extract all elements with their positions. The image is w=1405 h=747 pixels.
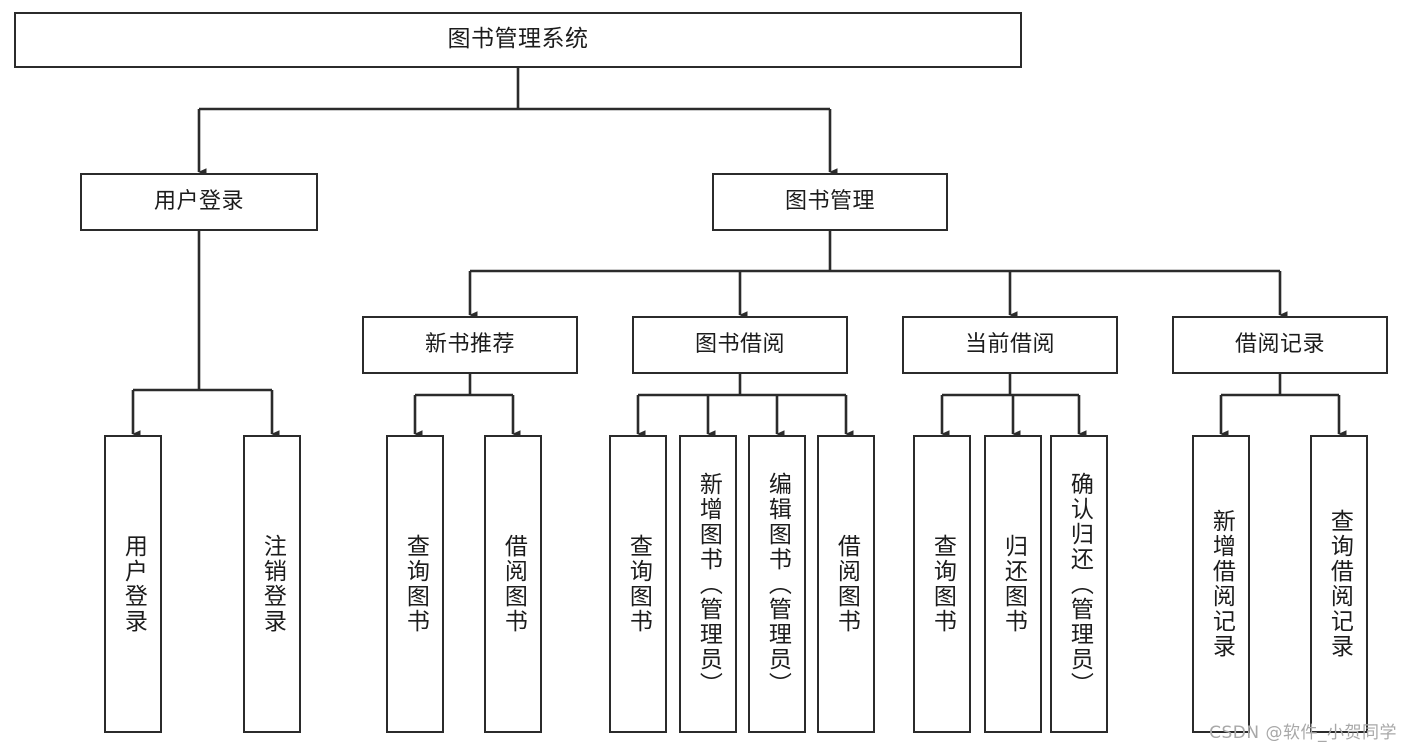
leaf-query-book-current[interactable]: 查询图书: [913, 435, 971, 733]
node-label: 新增借阅记录: [1208, 509, 1235, 659]
leaf-user-logout[interactable]: 注销登录: [243, 435, 301, 733]
node-current-borrow[interactable]: 当前借阅: [902, 316, 1118, 374]
node-label: 图书管理系统: [447, 26, 589, 53]
node-label: 用户登录: [120, 534, 147, 634]
node-new-book-recommend[interactable]: 新书推荐: [362, 316, 578, 374]
node-label: 查询借阅记录: [1326, 509, 1353, 659]
watermark-text: CSDN @软件_小贺同学: [1209, 723, 1397, 743]
node-label: 新增图书（管理员）: [695, 471, 722, 697]
node-label: 借阅记录: [1234, 332, 1325, 358]
node-borrow-record[interactable]: 借阅记录: [1172, 316, 1388, 374]
node-label: 查询图书: [625, 534, 652, 634]
node-label: 当前借阅: [964, 332, 1055, 358]
node-book-borrow[interactable]: 图书借阅: [632, 316, 848, 374]
leaf-borrow-book-recommend[interactable]: 借阅图书: [484, 435, 542, 733]
leaf-return-book[interactable]: 归还图书: [984, 435, 1042, 733]
node-label: 借阅图书: [500, 534, 527, 634]
node-label: 图书借阅: [694, 332, 785, 358]
node-label: 用户登录: [153, 189, 244, 215]
leaf-query-book-recommend[interactable]: 查询图书: [386, 435, 444, 733]
node-label: 新书推荐: [424, 332, 515, 358]
node-label: 图书管理: [784, 189, 875, 215]
leaf-add-book-admin[interactable]: 新增图书（管理员）: [679, 435, 737, 733]
node-user-login[interactable]: 用户登录: [80, 173, 318, 231]
node-label: 编辑图书（管理员）: [764, 471, 791, 697]
leaf-user-login[interactable]: 用户登录: [104, 435, 162, 733]
node-book-manage[interactable]: 图书管理: [712, 173, 948, 231]
leaf-borrow-book[interactable]: 借阅图书: [817, 435, 875, 733]
node-label: 确认归还（管理员）: [1066, 471, 1093, 697]
node-label: 注销登录: [259, 534, 286, 634]
node-label: 查询图书: [929, 534, 956, 634]
leaf-confirm-return-admin[interactable]: 确认归还（管理员）: [1050, 435, 1108, 733]
node-label: 借阅图书: [833, 534, 860, 634]
leaf-add-borrow-record[interactable]: 新增借阅记录: [1192, 435, 1250, 733]
leaf-query-borrow-record[interactable]: 查询借阅记录: [1310, 435, 1368, 733]
node-root-system[interactable]: 图书管理系统: [14, 12, 1022, 68]
leaf-query-book-borrow[interactable]: 查询图书: [609, 435, 667, 733]
node-label: 查询图书: [402, 534, 429, 634]
leaf-edit-book-admin[interactable]: 编辑图书（管理员）: [748, 435, 806, 733]
node-label: 归还图书: [1000, 534, 1027, 634]
